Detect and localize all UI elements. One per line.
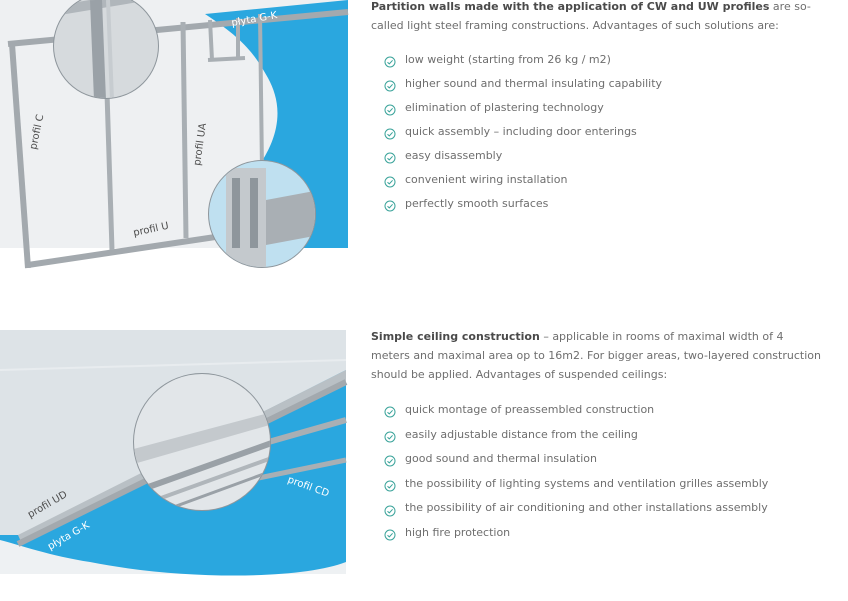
list-item: elimination of plastering technology	[384, 98, 662, 122]
list-item: quick assembly – including door entering…	[384, 122, 662, 146]
check-circle-icon	[384, 505, 396, 517]
check-circle-icon	[384, 431, 396, 443]
list-item: convenient wiring installation	[384, 170, 662, 194]
list-item: easy disassembly	[384, 146, 662, 170]
partition-advantages-list: low weight (starting from 26 kg / m2) hi…	[384, 50, 662, 218]
list-item: higher sound and thermal insulating capa…	[384, 74, 662, 98]
list-item: the possibility of air conditioning and …	[384, 498, 768, 523]
ceiling-advantages-list: quick montage of preassembled constructi…	[384, 400, 768, 548]
check-circle-icon	[384, 529, 396, 541]
ceiling-construction-lead: Simple ceiling construction	[371, 330, 540, 343]
list-item: low weight (starting from 26 kg / m2)	[384, 50, 662, 74]
check-circle-icon	[384, 128, 396, 140]
ceiling-construction-illustration: profil UD profil CD płyta G-K	[0, 330, 350, 580]
list-item: the possibility of lighting systems and …	[384, 474, 768, 499]
ceiling-construction-text: – applicable in rooms of maximal width o…	[371, 330, 821, 381]
ceiling-construction-intro: Simple ceiling construction – applicable…	[371, 327, 821, 384]
partition-walls-text: are so-called light steel framing constr…	[371, 0, 811, 32]
list-item: high fire protection	[384, 523, 768, 548]
partition-walls-intro: Partition walls made with the applicatio…	[371, 0, 821, 35]
list-item: good sound and thermal insulation	[384, 449, 768, 474]
check-circle-icon	[384, 152, 396, 164]
check-circle-icon	[384, 200, 396, 212]
list-item: quick montage of preassembled constructi…	[384, 400, 768, 425]
check-circle-icon	[384, 104, 396, 116]
list-item: easily adjustable distance from the ceil…	[384, 425, 768, 450]
partition-walls-lead: Partition walls made with the applicatio…	[371, 0, 770, 13]
check-circle-icon	[384, 480, 396, 492]
check-circle-icon	[384, 406, 396, 418]
check-circle-icon	[384, 56, 396, 68]
check-circle-icon	[384, 80, 396, 92]
check-circle-icon	[384, 176, 396, 188]
list-item: perfectly smooth surfaces	[384, 194, 662, 218]
partition-wall-illustration: płyta G-K profil C profil U profil UA	[0, 0, 350, 280]
check-circle-icon	[384, 455, 396, 467]
